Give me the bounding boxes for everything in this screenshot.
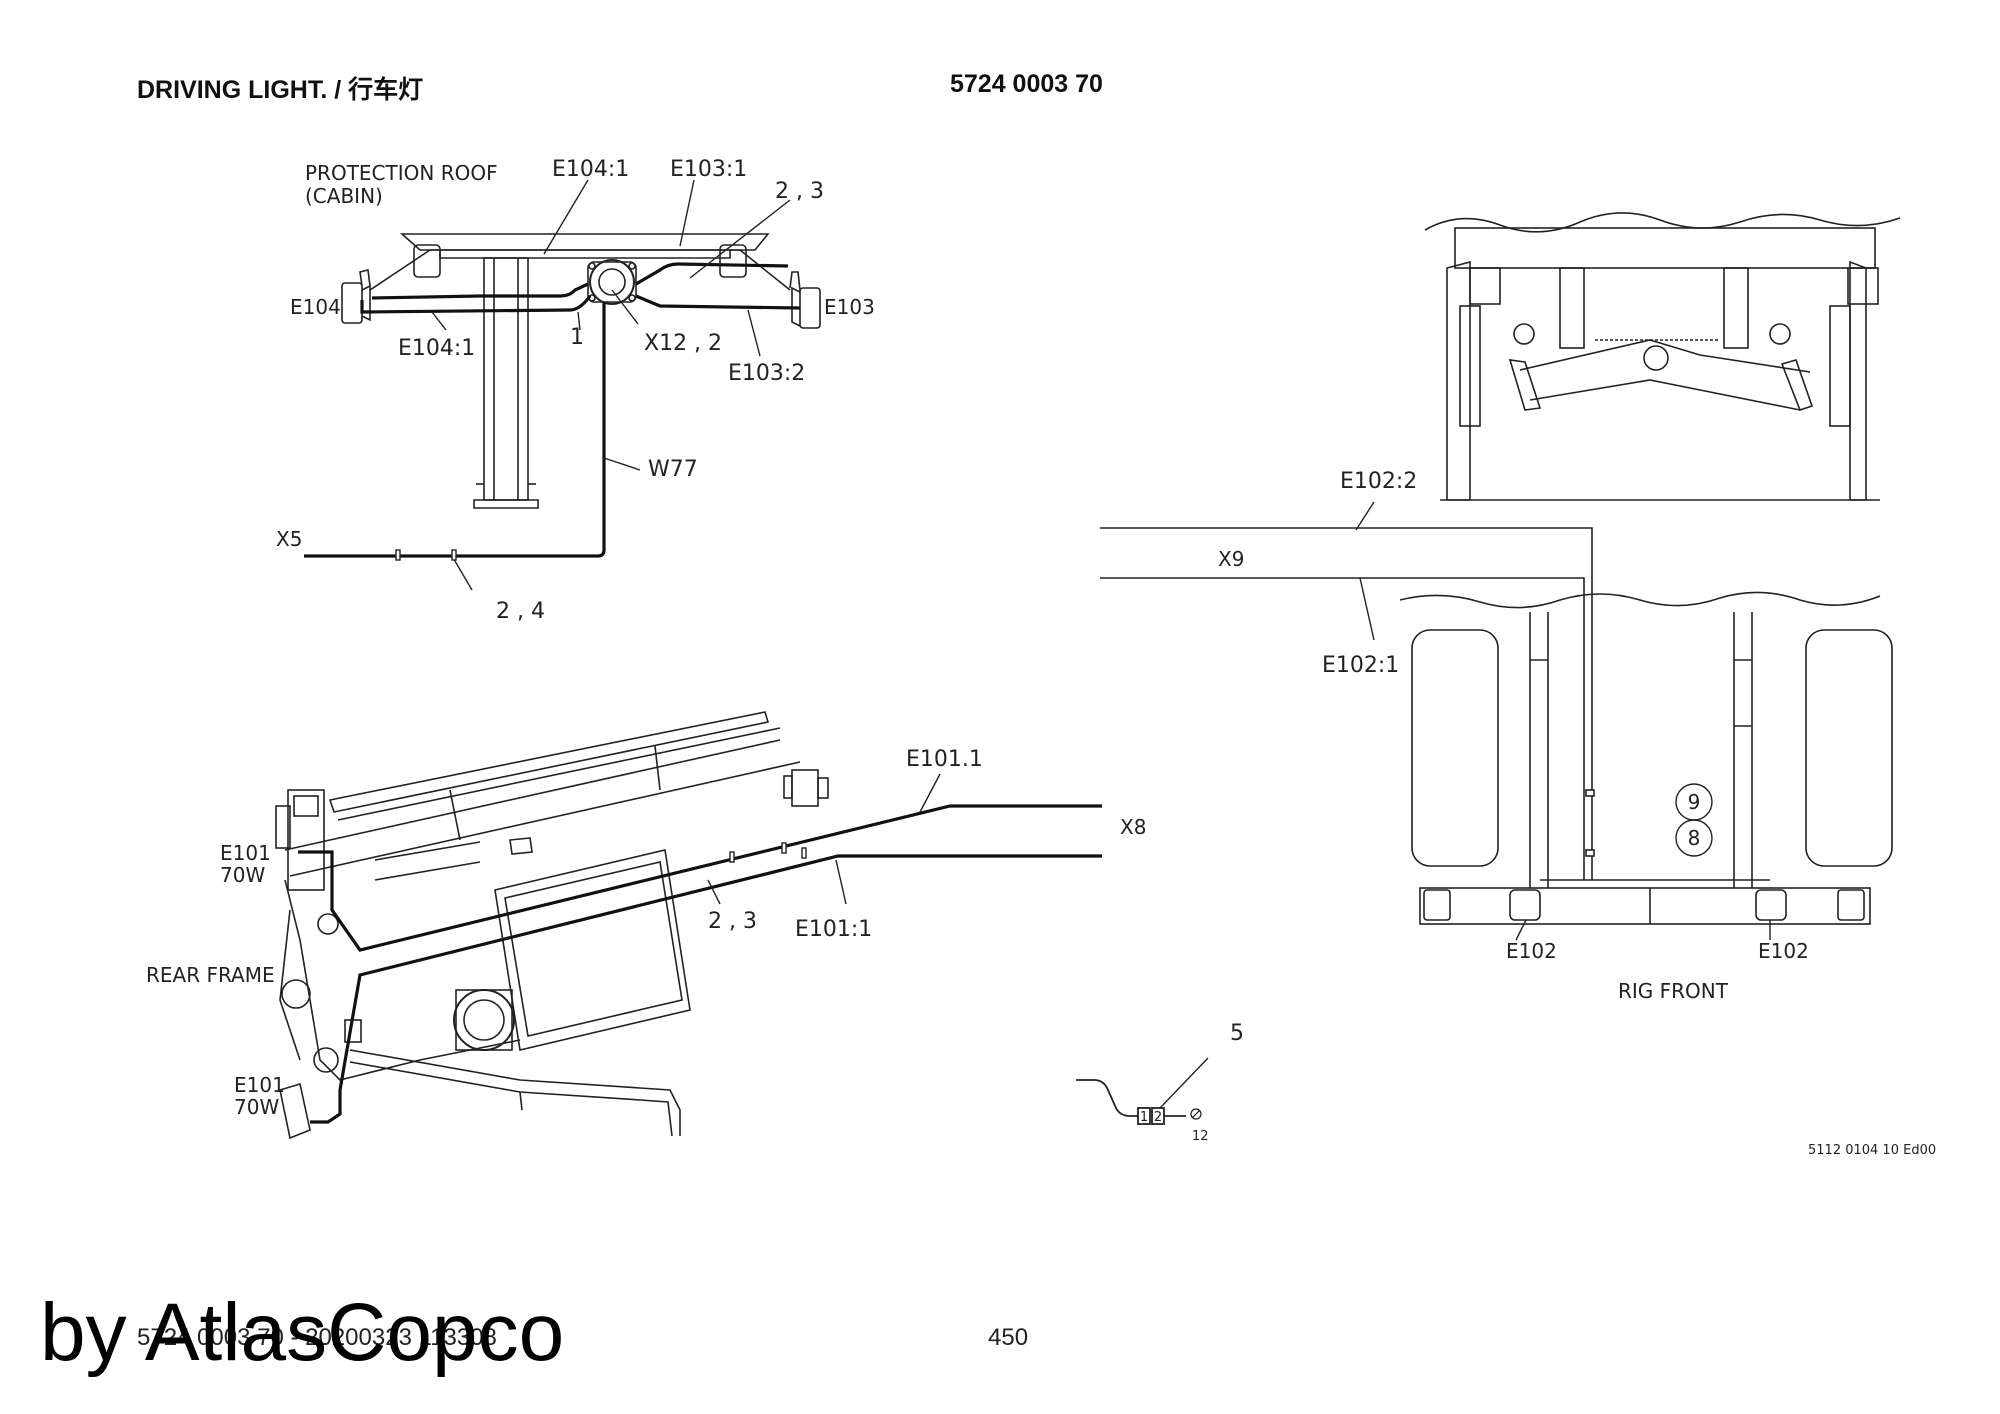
part-number: 5724 0003 70 — [950, 70, 1103, 98]
lamp-e101-upper-label: E101 — [220, 841, 271, 865]
lamp-e101-lower-label: E101 — [234, 1073, 285, 1097]
label-ref-1: 1 — [570, 325, 584, 350]
footer-doc-ref: 5724 0003 70 - 20200323 113308 — [137, 1324, 497, 1351]
label-e101-1-dot: E101.1 — [906, 747, 983, 772]
callout-8-text: 8 — [1688, 826, 1701, 850]
label-e104-1-top: E104:1 — [552, 157, 629, 182]
label-ref-2-3-rear: 2 , 3 — [708, 909, 757, 934]
rear-frame-label: REAR FRAME — [146, 963, 275, 987]
pin-2-label: 2 — [1154, 1110, 1162, 1125]
rear-frame-drawing — [275, 711, 829, 1140]
drawing-ref: 5112 0104 10 Ed00 — [1808, 1143, 1936, 1158]
lamp-e101-upper-watt: 70W — [220, 863, 265, 887]
connector-x9-label: X9 — [1218, 547, 1244, 571]
cabin-roof-drawing — [341, 233, 821, 509]
rig-front-drawing — [1399, 212, 1901, 925]
cabin-leader-lines — [395, 179, 791, 591]
page-number: 450 — [988, 1324, 1029, 1351]
label-ref-2-3-cabin: 2 , 3 — [775, 179, 824, 204]
rig-front-label: RIG FRONT — [1618, 979, 1729, 1003]
lamp-e102-right-label: E102 — [1758, 939, 1809, 963]
cable-detail-drawing — [1076, 1057, 1209, 1125]
lamp-e102-left-label: E102 — [1506, 939, 1557, 963]
callout-circle-8 — [1675, 819, 1713, 857]
callout-9-text: 9 — [1688, 790, 1701, 814]
atlascopco-watermark: by AtlasCopco — [40, 1287, 565, 1378]
lamp-e101-lower-watt: 70W — [234, 1095, 279, 1119]
label-ref-2-4: 2 , 4 — [496, 599, 545, 624]
lamp-e103-label: E103 — [824, 295, 875, 319]
label-e103-1: E103:1 — [670, 157, 747, 182]
lamp-e104-label: E104 — [290, 295, 341, 319]
label-e101-1-colon: E101:1 — [795, 917, 872, 942]
ref-12-label: 12 — [1192, 1129, 1209, 1144]
rig-front-leader-lines — [1355, 501, 1771, 941]
label-e102-1: E102:1 — [1322, 653, 1399, 678]
protection-roof-label: PROTECTION ROOF — [305, 161, 498, 185]
cabin-label: (CABIN) — [305, 184, 383, 208]
rear-wiring — [298, 804, 1102, 1124]
connector-x8-label: X8 — [1120, 815, 1146, 839]
label-e102-2: E102:2 — [1340, 469, 1417, 494]
cabin-wiring — [304, 262, 801, 558]
pin-1-label: 1 — [1140, 1110, 1148, 1125]
label-e103-2: E103:2 — [728, 361, 805, 386]
rig-front-wiring — [1100, 527, 1770, 881]
page-title: DRIVING LIGHT. / 行车灯 — [137, 76, 424, 104]
item-5-label: 5 — [1230, 1021, 1244, 1046]
connector-x5-label: X5 — [276, 527, 302, 551]
label-e104-1-bottom: E104:1 — [398, 336, 475, 361]
label-w77: W77 — [648, 457, 698, 482]
label-x12-2: X12 , 2 — [644, 331, 722, 356]
rear-leader-lines — [707, 773, 941, 905]
